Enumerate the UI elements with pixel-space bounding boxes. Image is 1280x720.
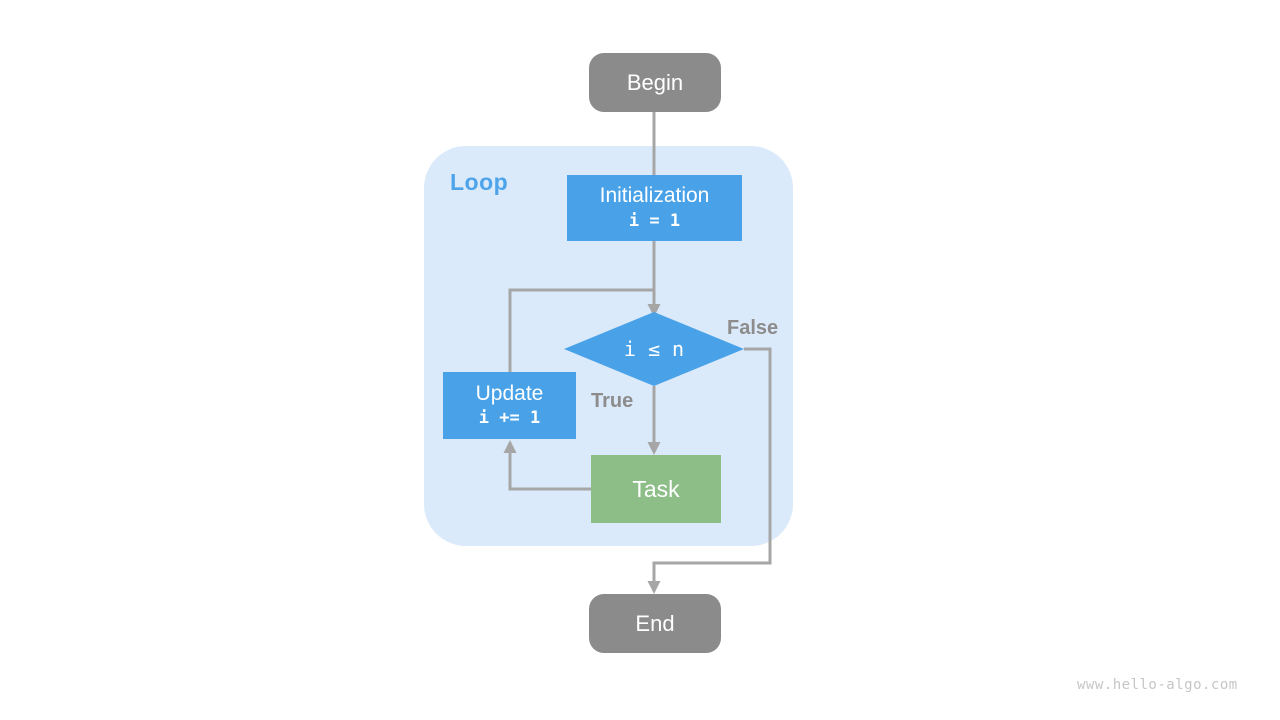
watermark-text: www.hello-algo.com bbox=[1077, 677, 1238, 693]
update-node-code: i += 1 bbox=[478, 408, 541, 429]
initialization-node-code: i = 1 bbox=[628, 210, 681, 231]
condition-node-code: i ≤ n bbox=[623, 337, 685, 361]
update-node-title: Update bbox=[475, 381, 544, 405]
loop-group-label: Loop bbox=[450, 169, 509, 195]
arrowhead-end-top bbox=[647, 581, 661, 594]
update-node: Update i += 1 bbox=[443, 372, 576, 439]
edge-label-false: False bbox=[727, 317, 779, 339]
edge-label-true: True bbox=[591, 390, 634, 412]
begin-node-label: Begin bbox=[626, 69, 684, 95]
task-node: Task bbox=[591, 455, 721, 523]
task-node-label: Task bbox=[632, 475, 680, 502]
initialization-node-title: Initialization bbox=[599, 184, 710, 208]
end-node-label: End bbox=[635, 610, 675, 636]
end-node: End bbox=[589, 594, 721, 653]
begin-node: Begin bbox=[589, 53, 721, 112]
initialization-node: Initialization i = 1 bbox=[567, 175, 742, 241]
